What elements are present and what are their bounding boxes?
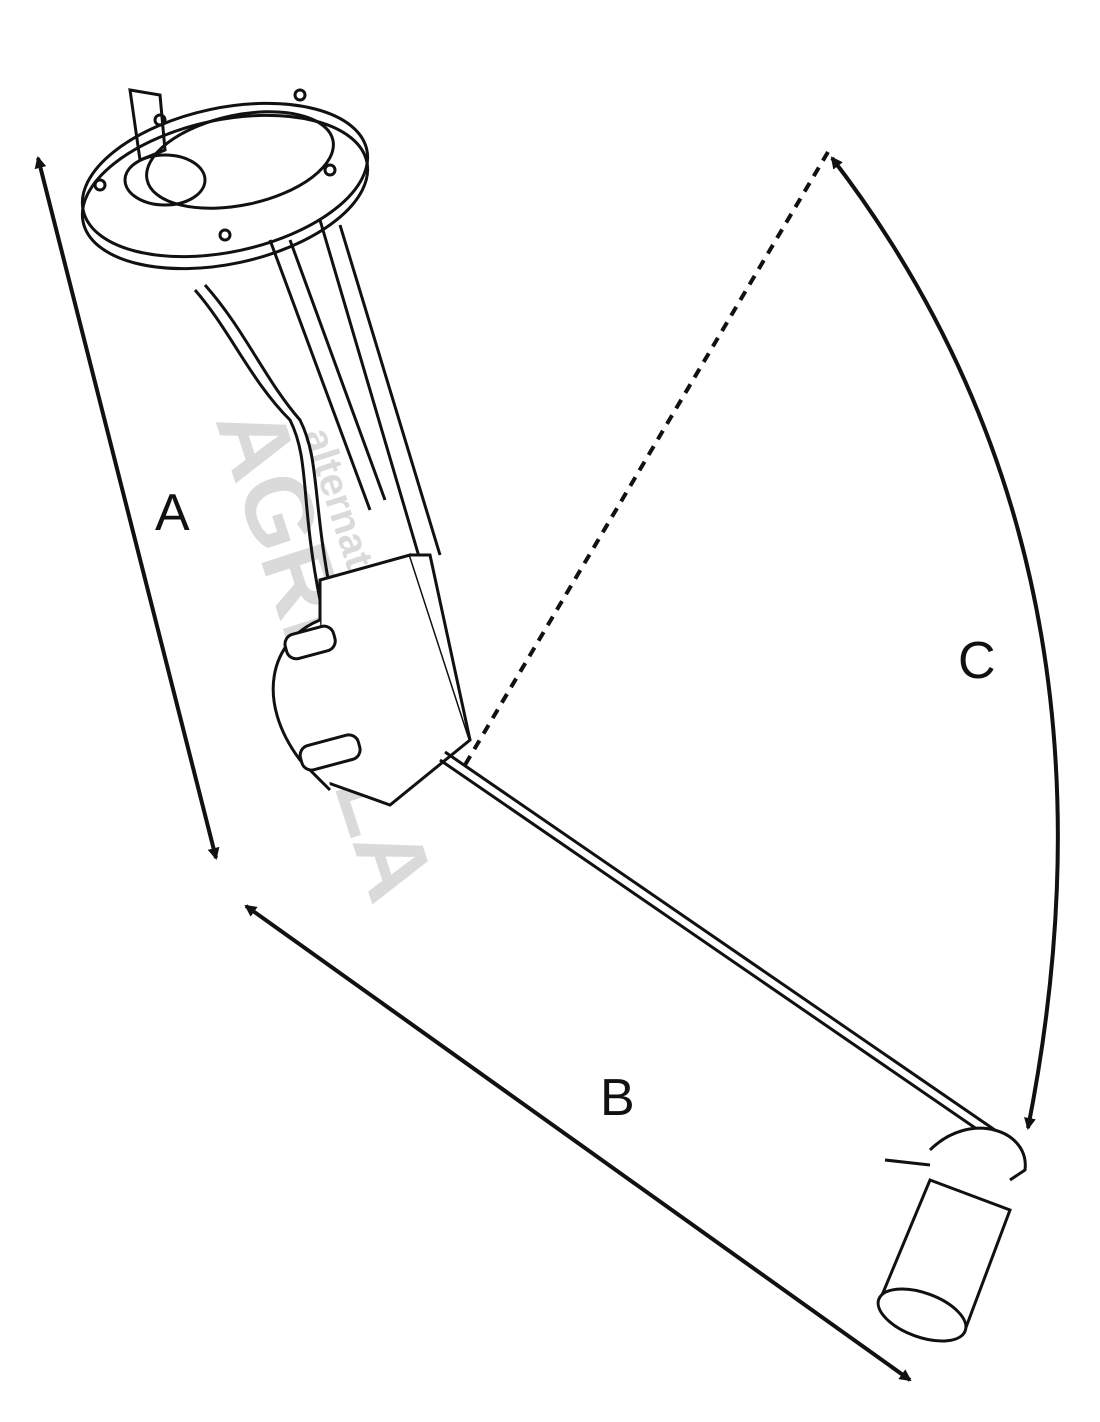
swing-limit-dashed-line [460,150,830,772]
dimension-b-arrow [244,904,912,1382]
label-b: B [600,1069,635,1127]
dimension-c-arc [830,156,1060,1130]
label-c: C [958,632,996,690]
label-a: A [155,484,190,542]
sender-tubes [193,219,442,601]
dimension-a-arrow [34,156,220,860]
sender-box [271,553,472,807]
float [876,1126,1027,1343]
float-arm [439,750,1006,1147]
mounting-flange [80,88,370,271]
